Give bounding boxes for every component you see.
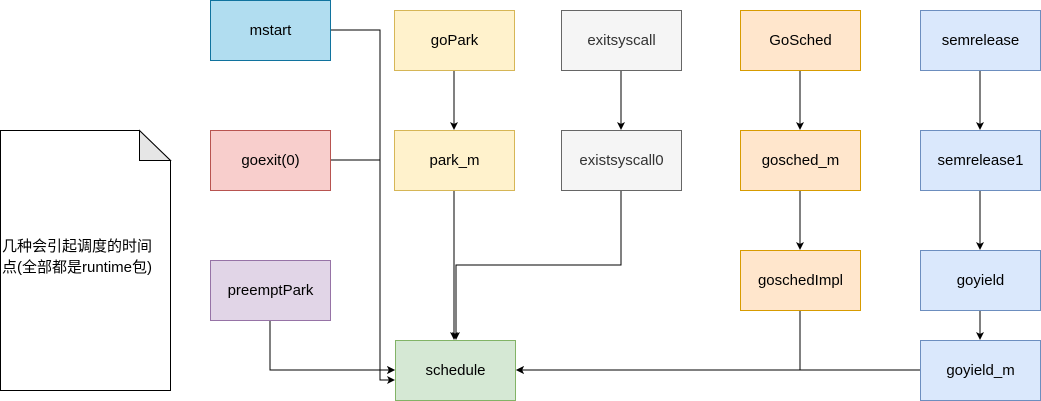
node-mstart[interactable]: mstart: [210, 0, 331, 61]
edge-goschedimpl-to-schedule: [516, 311, 801, 374]
edge-existsyscall0-to-schedule: [452, 191, 622, 340]
node-existsyscall0[interactable]: existsyscall0: [561, 130, 682, 191]
edge-mstart-to-schedule: [331, 29, 395, 374]
note-shape: [0, 130, 171, 391]
node-gosched-m[interactable]: gosched_m: [740, 130, 861, 191]
node-semrelease1[interactable]: semrelease1: [920, 130, 1041, 191]
node-goyield[interactable]: goyield: [920, 250, 1041, 311]
node-goyield-m[interactable]: goyield_m: [920, 340, 1041, 401]
node-schedule[interactable]: schedule: [395, 340, 516, 401]
node-goexit[interactable]: goexit(0): [210, 130, 331, 191]
node-semrelease[interactable]: semrelease: [920, 10, 1041, 71]
node-gosched[interactable]: GoSched: [740, 10, 861, 71]
node-gopark[interactable]: goPark: [394, 10, 515, 71]
node-park-m[interactable]: park_m: [394, 130, 515, 191]
note-fold: [139, 129, 172, 161]
node-preemptpark[interactable]: preemptPark: [210, 260, 331, 321]
node-exitsyscall[interactable]: exitsyscall: [561, 10, 682, 71]
note-line-1: 几种会引起调度的时间: [2, 238, 153, 255]
edge-preemptpark-to-schedule: [269, 321, 395, 374]
node-goschedimpl[interactable]: goschedImpl: [740, 250, 861, 311]
note-line-2: 点(全部都是runtime包): [2, 259, 153, 276]
edge-goexit-to-schedule: [331, 159, 395, 384]
note-text: 几种会引起调度的时间 点(全部都是runtime包): [2, 236, 170, 278]
